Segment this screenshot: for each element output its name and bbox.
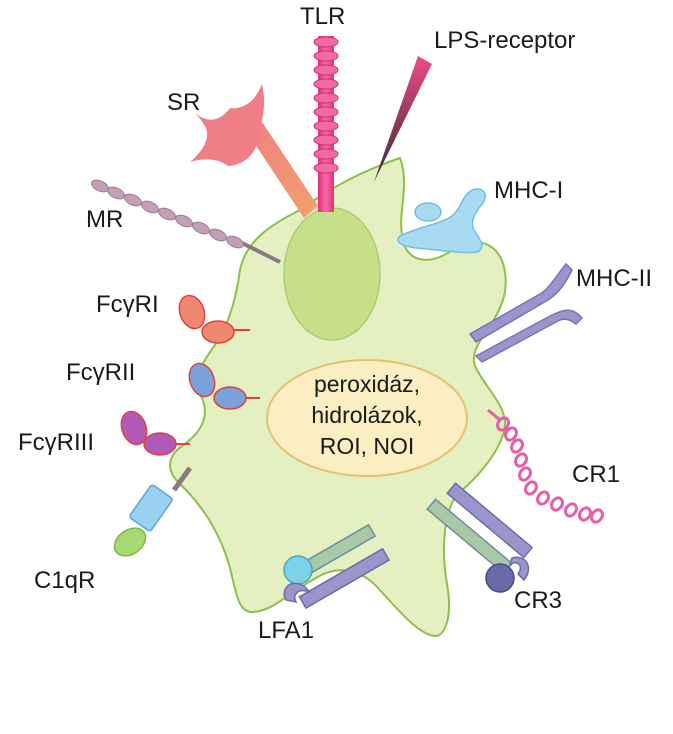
granule-text-line-1: peroxidáz, — [314, 371, 420, 397]
tlr-receptor — [313, 36, 339, 212]
cr3-receptor — [426, 482, 534, 593]
granule-text-line-3: ROI, NOI — [320, 433, 415, 459]
tlr-label: TLR — [300, 3, 345, 30]
c1qr-label: C1qR — [34, 567, 95, 594]
mr-label: MR — [86, 206, 123, 233]
mr-receptor — [91, 179, 281, 264]
sr-label: SR — [167, 89, 200, 116]
cr3-label: CR3 — [514, 587, 562, 614]
lps-receptor-label: LPS-receptor — [434, 27, 575, 54]
mhc2-receptor — [468, 262, 584, 363]
fcgr3-label: FcγRIII — [18, 429, 94, 456]
fcgr2-receptor — [188, 362, 260, 410]
lps-receptor — [374, 56, 432, 182]
fcgr3-receptor — [120, 410, 190, 456]
mhc2-label: MHC-II — [576, 265, 652, 292]
fcgr2-label: FcγRII — [66, 359, 135, 386]
lfa1-label: LFA1 — [258, 617, 314, 644]
granule-text-line-2: hidrolázok, — [311, 402, 422, 428]
cr1-receptor — [487, 408, 604, 524]
sr-receptor — [190, 84, 318, 218]
cr1-label: CR1 — [572, 461, 620, 488]
lfa1-receptor — [283, 523, 391, 610]
granule-region — [266, 359, 468, 477]
c1qr-receptor — [113, 466, 193, 557]
fcgr1-label: FcγRI — [96, 291, 159, 318]
nucleus — [283, 207, 381, 341]
fcgr1-receptor — [178, 294, 250, 344]
mhc1-receptor — [397, 188, 486, 254]
mhc1-label: MHC-I — [494, 177, 563, 204]
